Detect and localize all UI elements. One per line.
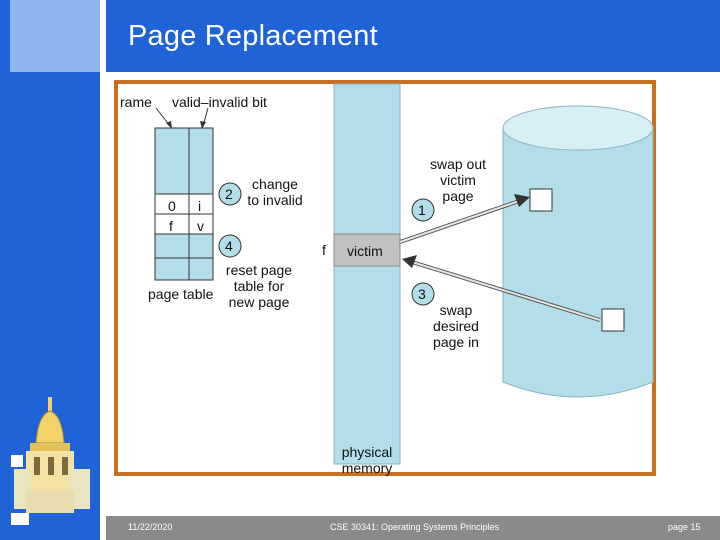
physical-memory-label: physical memory [334, 444, 400, 476]
step-1-line-1: swap out [429, 156, 487, 172]
step-1-line-3: page [442, 188, 474, 204]
victim-page-on-disk [529, 188, 553, 212]
valid-invalid-bit-label: valid–invalid bit [172, 94, 267, 110]
table-bit-i: i [198, 198, 202, 214]
footer-course: CSE 30341: Operating Systems Principles [330, 522, 500, 532]
step-2-line-1: change [252, 176, 298, 192]
step-circle-2 [218, 182, 242, 206]
step-circle-3 [411, 282, 435, 306]
step-4-line-1: reset page [225, 262, 293, 278]
slide-header [106, 0, 720, 72]
slide-footer: 11/22/2020 CSE 30341: Operating Systems … [106, 516, 720, 540]
dome-building-icon [14, 397, 90, 513]
step-number-4: 4 [225, 238, 233, 254]
footer-date: 11/22/2020 [128, 522, 173, 532]
step-circle-1 [411, 198, 435, 222]
step-number-2: 2 [225, 186, 233, 202]
frame-column-arrow [155, 107, 172, 129]
frame-f-label: f [322, 242, 326, 258]
physical-memory-line-1: physical [341, 444, 393, 460]
step-3-line-3: page in [433, 334, 479, 350]
step-1-line-2: victim [440, 172, 476, 188]
step-number-3: 3 [418, 286, 426, 302]
frame-label: rame [120, 94, 152, 110]
step-circle-4 [218, 234, 242, 258]
page-table-label: page table [148, 286, 214, 302]
step-number-1: 1 [418, 202, 426, 218]
footer-page-number: page 15 [668, 522, 701, 532]
step-4-text: reset page table for new page [218, 262, 300, 310]
table-bit-v: v [197, 218, 204, 234]
victim-frame [333, 233, 401, 267]
step-2-line-2: to invalid [247, 192, 303, 208]
logo-square-top [11, 455, 23, 467]
step-3-text: swap desired page in [420, 302, 492, 350]
backing-store-disk [502, 105, 654, 398]
divider-line [100, 0, 103, 540]
swap-out-arrow [399, 194, 530, 244]
step-3-line-2: desired [433, 318, 479, 334]
step-4-line-2: table for [233, 278, 285, 294]
left-bar-light-stripe [10, 0, 100, 72]
step-1-text: swap out victim page [420, 156, 496, 204]
header-rule [100, 72, 720, 75]
physical-memory-line-2: memory [341, 460, 393, 476]
page-table [154, 127, 214, 281]
step-2-text: change to invalid [240, 176, 310, 208]
victim-label: victim [347, 243, 383, 259]
golden-dome-logo [11, 397, 90, 525]
physical-memory-column [333, 83, 401, 465]
table-frame-0: 0 [168, 198, 176, 214]
valid-bit-column-arrow [200, 107, 209, 129]
slide-title: Page Replacement [128, 20, 378, 52]
step-3-line-1: swap [439, 302, 473, 318]
swap-in-arrow [402, 255, 601, 322]
logo-square-bottom [11, 513, 29, 525]
table-frame-f: f [169, 218, 173, 234]
desired-page-on-disk [601, 308, 625, 332]
step-4-line-3: new page [228, 294, 290, 310]
